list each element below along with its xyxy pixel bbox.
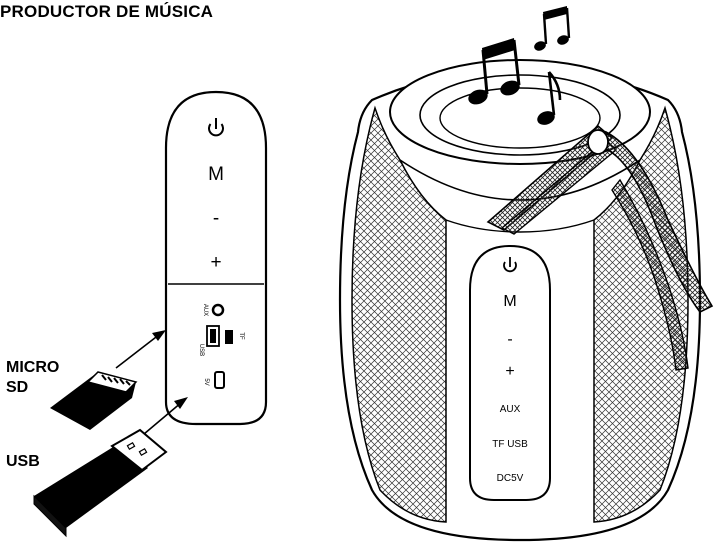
micro-sd-label: MICRO SD [6, 358, 59, 398]
speaker-aux-label: AUX [500, 404, 521, 415]
speaker-dc5v-label: DC5V [497, 473, 524, 484]
arrow-icon [115, 330, 188, 435]
usb-port-label: USB [198, 344, 204, 356]
usb-stick-icon [33, 428, 168, 538]
dc-port [214, 371, 225, 389]
usb-port [206, 325, 220, 347]
aux-port [211, 303, 225, 317]
tf-slot-label: TF [238, 332, 244, 340]
remote-m-button[interactable]: M [208, 164, 224, 185]
speaker-tf-usb-label: TF USB [492, 439, 528, 450]
dc-port-label: 5V [203, 378, 209, 385]
music-note-icon [468, 6, 571, 125]
speaker-illustration: M - + AUX TF USB DC5V [338, 59, 714, 542]
remote-minus-button[interactable]: - [213, 208, 219, 229]
speaker-power-icon[interactable] [503, 257, 517, 273]
aux-port-label: AUX [202, 304, 208, 316]
speaker-minus-button[interactable]: - [507, 331, 512, 348]
page-title: PRODUCTOR DE MÚSICA [0, 2, 214, 21]
remote-plus-button[interactable]: + [210, 252, 221, 273]
speaker-plus-button[interactable]: + [505, 363, 514, 380]
micro-sd-card-icon [50, 371, 138, 430]
tf-slot [225, 330, 233, 344]
remote-control-panel: M - + AUX USB TF 5V [164, 90, 268, 426]
speaker-m-button[interactable]: M [503, 293, 516, 310]
power-icon[interactable] [208, 118, 224, 137]
micro-sd-label-line2: SD [6, 379, 29, 396]
usb-label: USB [6, 453, 40, 470]
micro-sd-label-line1: MICRO [6, 359, 60, 376]
